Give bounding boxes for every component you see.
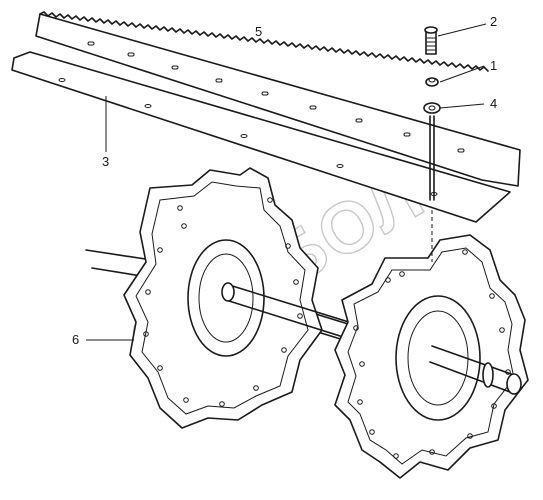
- callout-6: 6: [72, 332, 79, 347]
- washer: [423, 102, 441, 114]
- sprocket-right-holes: [353, 249, 511, 459]
- callout-4: 4: [490, 96, 497, 111]
- callout-5: 5: [255, 24, 262, 39]
- sprocket-left-holes: [143, 197, 303, 407]
- serrated-knife: [35, 11, 521, 187]
- callout-leaders: [86, 23, 487, 341]
- sprocket-right: [334, 234, 529, 479]
- bolt: [424, 26, 438, 55]
- shaft-end: [429, 345, 522, 395]
- nut: [425, 77, 439, 87]
- assembly-axis: [429, 115, 435, 262]
- callout-1: 1: [490, 58, 497, 73]
- knife-slots: [87, 41, 465, 153]
- callout-2: 2: [490, 14, 497, 29]
- callout-3: 3: [102, 154, 109, 169]
